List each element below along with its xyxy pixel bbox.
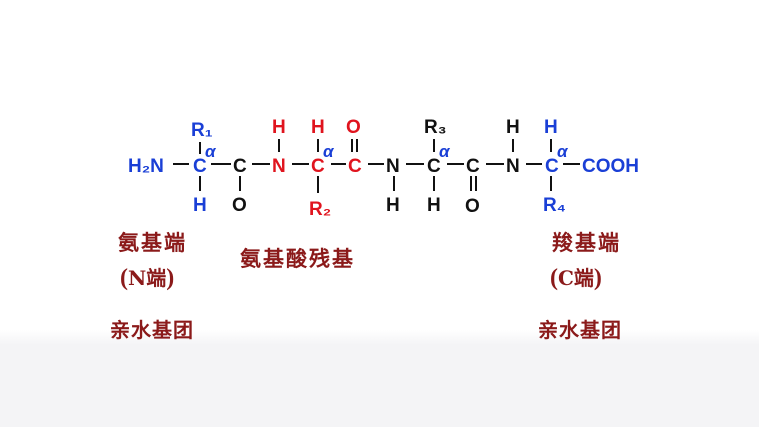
alpha-symbol-2: α xyxy=(323,142,335,161)
o-label: O xyxy=(346,117,361,138)
alpha-symbol-3: α xyxy=(439,142,451,161)
residue-1: H₂N C α R₁ H C O xyxy=(128,120,270,216)
carbonyl-carbon-1: C xyxy=(233,156,247,177)
open-paren: ( xyxy=(120,265,128,291)
n-terminus-label: (N端) xyxy=(120,266,174,290)
amide-nitrogen-2: N xyxy=(272,156,286,177)
alpha-symbol-1: α xyxy=(205,142,217,161)
cooh-label: COOH xyxy=(582,156,639,177)
h-label: H xyxy=(544,117,558,138)
residue-3: N H C α R₃ H C O xyxy=(386,117,504,217)
c-terminus-label: (C端) xyxy=(550,266,602,290)
h-label: H xyxy=(386,195,400,216)
c-terminus-text: C端 xyxy=(558,266,594,290)
h-label: H xyxy=(506,117,520,138)
alpha-carbon-4: C xyxy=(545,156,559,177)
r2-label: R₂ xyxy=(309,199,331,220)
hydrophilic-group-right: 亲水基团 xyxy=(538,318,622,342)
n-terminus-text: N端 xyxy=(128,266,167,290)
carbonyl-carbon-2: C xyxy=(348,156,362,177)
r3-label: R₃ xyxy=(424,117,447,138)
residue-2: N H C α H R₂ C O xyxy=(272,117,384,220)
alpha-carbon-2: C xyxy=(311,156,325,177)
amide-nitrogen-4: N xyxy=(506,156,520,177)
amide-nitrogen-3: N xyxy=(386,156,400,177)
r4-label: R₄ xyxy=(543,195,566,216)
open-paren: ( xyxy=(550,265,558,291)
carbonyl-carbon-3: C xyxy=(466,156,480,177)
h-label: H xyxy=(427,195,441,216)
close-paren: ) xyxy=(166,265,175,291)
o-label: O xyxy=(232,195,247,216)
amino-acid-residue-label: 氨基酸残基 xyxy=(240,246,355,271)
alpha-carbon-1: C xyxy=(193,156,207,177)
close-paren: ) xyxy=(593,265,602,291)
h-label: H xyxy=(193,195,207,216)
r1-label: R₁ xyxy=(191,120,213,141)
amino-terminus-label: 氨基端 xyxy=(118,230,187,255)
hydrophilic-group-left: 亲水基团 xyxy=(110,318,194,342)
residue-4: N H C α H R₄ COOH xyxy=(506,117,639,216)
o-label: O xyxy=(465,196,480,217)
h-label: H xyxy=(311,117,325,138)
alpha-carbon-3: C xyxy=(427,156,441,177)
h-label: H xyxy=(272,117,286,138)
carboxyl-terminus-label: 羧基端 xyxy=(552,230,621,255)
h2n-label: H₂N xyxy=(128,156,164,177)
alpha-symbol-4: α xyxy=(557,142,569,161)
